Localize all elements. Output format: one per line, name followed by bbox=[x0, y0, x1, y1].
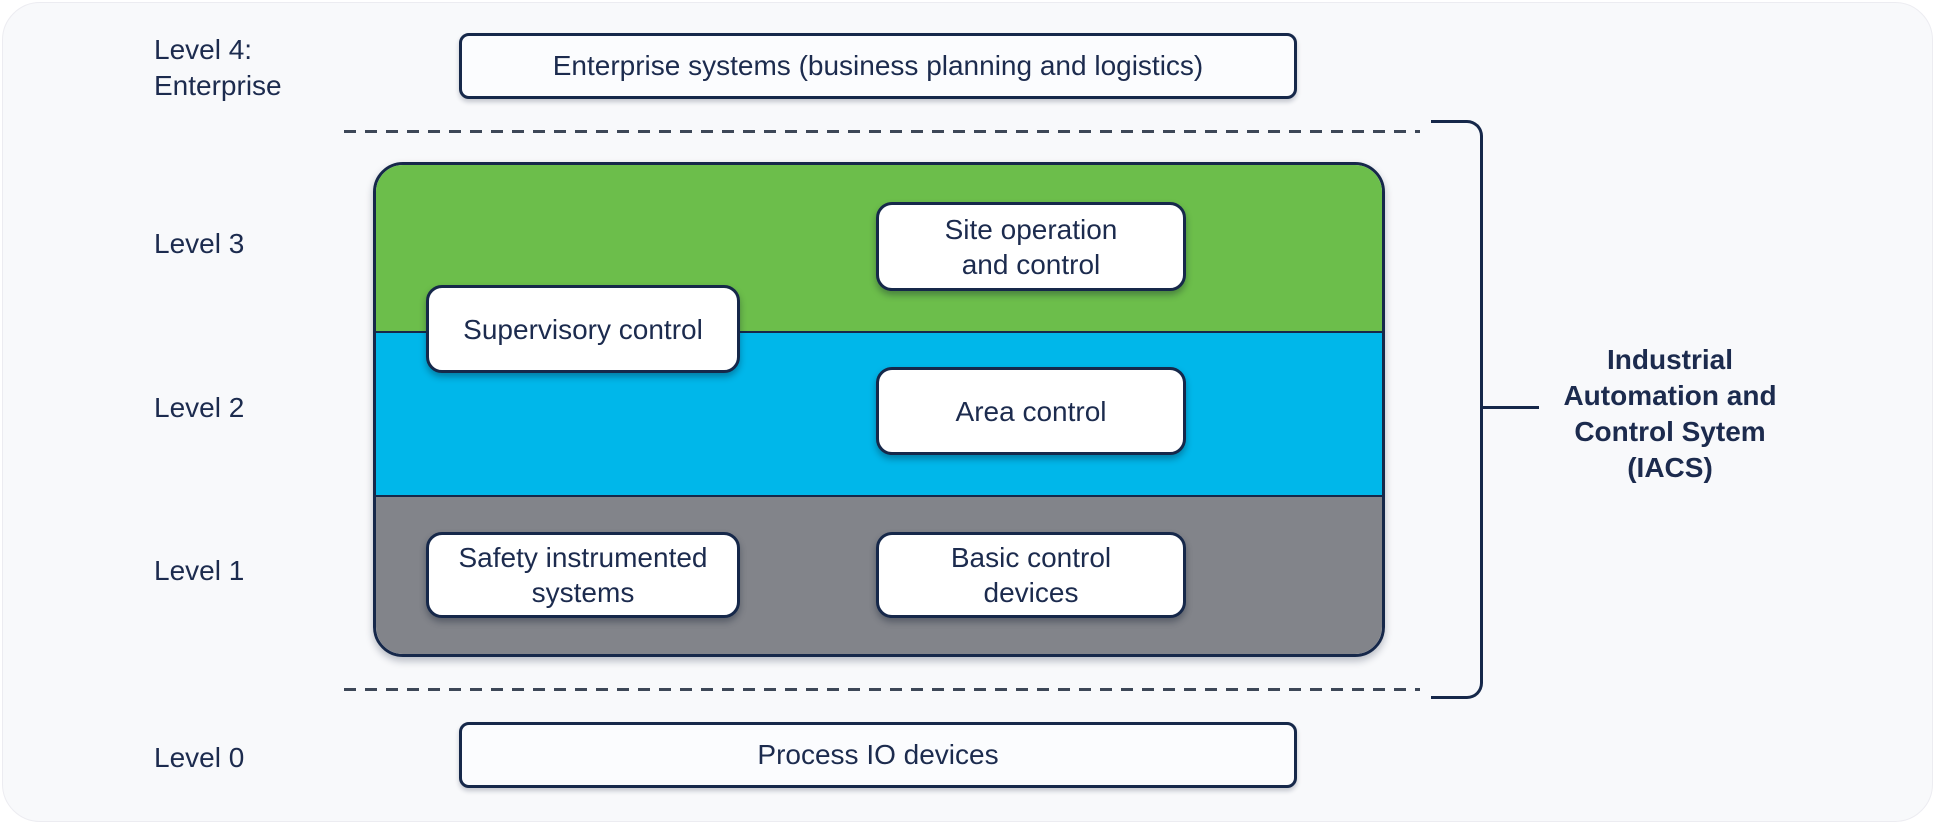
site-operation-line1: Site operation bbox=[944, 213, 1118, 245]
basic-control-devices-box: Basic control devices bbox=[876, 532, 1186, 618]
supervisory-control-box: Supervisory control bbox=[426, 285, 740, 373]
site-operation-and-control-box: Site operation and control bbox=[876, 202, 1186, 291]
site-operation-line2: and control bbox=[961, 248, 1101, 280]
label-level-4-line1: Level 4: bbox=[154, 34, 253, 65]
label-level-1: Level 1 bbox=[154, 555, 245, 586]
iacs-label-line1: Industrial bbox=[1606, 344, 1733, 375]
iacs-bracket-tick bbox=[1483, 406, 1539, 409]
area-control-box: Area control bbox=[876, 367, 1186, 455]
label-level-4-enterprise: Level 4: Enterprise bbox=[154, 32, 282, 104]
dashed-separator-top bbox=[344, 130, 1420, 133]
safety-line1: Safety instrumented bbox=[458, 542, 708, 573]
iacs-bracket bbox=[1431, 120, 1483, 699]
safety-instrumented-systems-box: Safety instrumented systems bbox=[426, 532, 740, 618]
iacs-label: Industrial Automation and Control Sytem … bbox=[1528, 342, 1812, 486]
label-level-2: Level 2 bbox=[154, 392, 245, 423]
enterprise-systems-box: Enterprise systems (business planning an… bbox=[459, 33, 1297, 99]
basic-line1: Basic control bbox=[950, 542, 1112, 573]
label-level-4-line2: Enterprise bbox=[154, 70, 282, 101]
iacs-label-line2: Automation and bbox=[1563, 380, 1777, 411]
dashed-separator-bottom bbox=[344, 688, 1420, 691]
label-level-0: Level 0 bbox=[154, 742, 245, 773]
safety-line2: systems bbox=[531, 577, 635, 608]
iacs-label-line3: Control Sytem bbox=[1574, 416, 1766, 447]
iacs-label-line4: (IACS) bbox=[1627, 452, 1713, 483]
basic-line2: devices bbox=[983, 577, 1079, 608]
process-io-devices-box: Process IO devices bbox=[459, 722, 1297, 788]
label-level-3: Level 3 bbox=[154, 228, 245, 259]
